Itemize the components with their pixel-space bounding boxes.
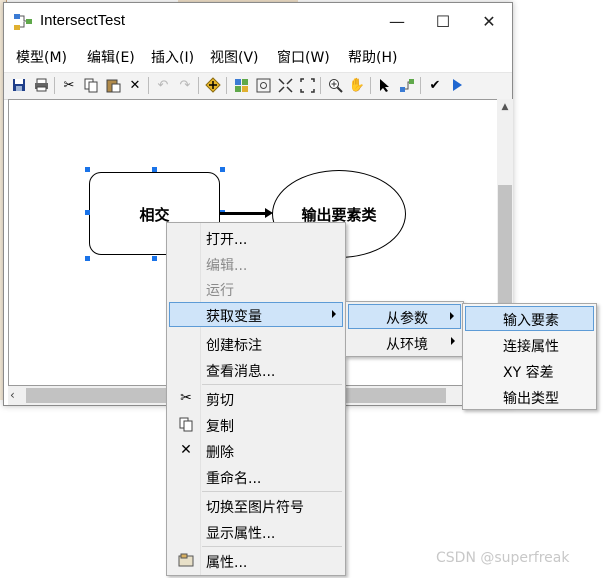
copy-icon[interactable]	[82, 76, 100, 94]
menu-item-properties[interactable]: 属性...	[169, 548, 343, 573]
background-map-top	[178, 0, 298, 3]
delete-icon[interactable]: ✕	[129, 77, 141, 93]
menu-item-delete[interactable]: ✕ 删除	[169, 438, 343, 463]
minimize-button[interactable]: —	[389, 11, 405, 31]
submenu-arrow-icon	[451, 337, 455, 345]
auto-layout-icon[interactable]	[232, 76, 250, 94]
copy-icon	[177, 415, 195, 433]
menu-view[interactable]: 视图(V)	[210, 50, 259, 66]
add-data-icon[interactable]	[204, 76, 222, 94]
submenu-from-parameters: 输入要素 连接属性 XY 容差 输出类型	[462, 303, 597, 410]
selection-handle[interactable]	[85, 256, 90, 261]
tool-node-label: 相交	[139, 206, 170, 224]
menu-item-copy[interactable]: 复制	[169, 412, 343, 437]
menu-separator	[202, 384, 342, 385]
menu-insert[interactable]: 插入(I)	[151, 50, 195, 66]
menu-separator	[202, 546, 342, 547]
window-title: IntersectTest	[40, 12, 126, 29]
menu-model[interactable]: 模型(M)	[16, 50, 68, 66]
selection-handle[interactable]	[152, 167, 157, 172]
menu-bar: 模型(M) 编辑(E) 插入(I) 视图(V) 窗口(W) 帮助(H)	[4, 44, 512, 68]
full-extent-icon[interactable]	[254, 76, 272, 94]
scroll-up-arrow-icon[interactable]: ▲	[501, 102, 509, 112]
maximize-button[interactable]: ☐	[435, 11, 451, 31]
pan-icon[interactable]: ✋	[348, 77, 366, 93]
menu-item-rename[interactable]: 重命名...	[206, 471, 262, 487]
menu-item-from-environment[interactable]: 从环境	[348, 330, 461, 355]
selection-handle[interactable]	[152, 256, 157, 261]
select-icon[interactable]	[376, 76, 394, 94]
close-button[interactable]: ✕	[482, 11, 496, 31]
submenu-arrow-icon	[450, 312, 454, 320]
menu-item-switch-to-picture-symbol[interactable]: 切换至图片符号	[206, 500, 304, 516]
zoom-in-icon[interactable]	[326, 76, 344, 94]
connector-arrowhead	[265, 208, 273, 218]
connect-icon[interactable]	[398, 76, 416, 94]
menu-item-show-properties[interactable]: 显示属性...	[206, 526, 276, 542]
menu-item-open[interactable]: 打开...	[206, 232, 248, 248]
selection-handle[interactable]	[85, 167, 90, 172]
watermark: CSDN @superfreak	[436, 550, 570, 566]
undo-icon[interactable]: ↶	[157, 77, 169, 93]
delete-icon: ✕	[180, 442, 192, 458]
connector-line[interactable]	[220, 212, 268, 215]
menu-item-output-type[interactable]: 输出类型	[503, 391, 559, 407]
toolbar: ✂ ✕ ↶ ↷ ✋	[4, 72, 512, 100]
menu-item-create-label[interactable]: 创建标注	[206, 338, 262, 354]
selection-handle[interactable]	[85, 210, 90, 215]
menu-item-edit[interactable]: 编辑...	[206, 258, 248, 274]
zoom-out-fixed-icon[interactable]	[298, 76, 316, 94]
output-node-label: 输出要素类	[301, 206, 377, 224]
properties-icon	[177, 551, 195, 569]
cut-icon: ✂	[180, 390, 192, 406]
scroll-left-arrow-icon[interactable]: ‹	[10, 388, 15, 402]
menu-edit[interactable]: 编辑(E)	[87, 50, 135, 66]
save-icon[interactable]	[10, 76, 28, 94]
menu-item-cut[interactable]: ✂ 剪切	[169, 386, 343, 411]
menu-separator	[202, 491, 342, 492]
menu-item-xy-tolerance[interactable]: XY 容差	[503, 365, 554, 381]
menu-item-join-attributes[interactable]: 连接属性	[503, 339, 559, 355]
menu-item-from-parameters[interactable]: 从参数	[348, 304, 461, 329]
validate-icon[interactable]: ✔	[429, 77, 441, 93]
title-bar[interactable]: IntersectTest — ☐ ✕	[4, 3, 512, 39]
menu-item-input-features[interactable]: 输入要素	[465, 306, 594, 331]
model-builder-app-icon	[14, 14, 32, 30]
menu-help[interactable]: 帮助(H)	[348, 50, 398, 66]
context-menu: 打开... 编辑... 运行 获取变量 创建标注 查看消息... ✂ 剪切 复制…	[166, 222, 346, 576]
redo-icon[interactable]: ↷	[179, 77, 191, 93]
menu-item-run[interactable]: 运行	[206, 283, 234, 299]
menu-item-view-messages[interactable]: 查看消息...	[206, 364, 276, 380]
run-icon[interactable]	[448, 76, 466, 94]
cut-icon[interactable]: ✂	[63, 77, 75, 93]
submenu-arrow-icon	[332, 310, 336, 318]
menu-window[interactable]: 窗口(W)	[277, 50, 330, 66]
submenu-get-variable: 从参数 从环境	[345, 301, 464, 357]
menu-item-get-variable[interactable]: 获取变量	[169, 302, 343, 327]
menu-icon-gutter	[167, 223, 201, 575]
zoom-in-fixed-icon[interactable]	[276, 76, 294, 94]
print-icon[interactable]	[32, 76, 50, 94]
selection-handle[interactable]	[220, 167, 225, 172]
paste-icon[interactable]	[104, 76, 122, 94]
